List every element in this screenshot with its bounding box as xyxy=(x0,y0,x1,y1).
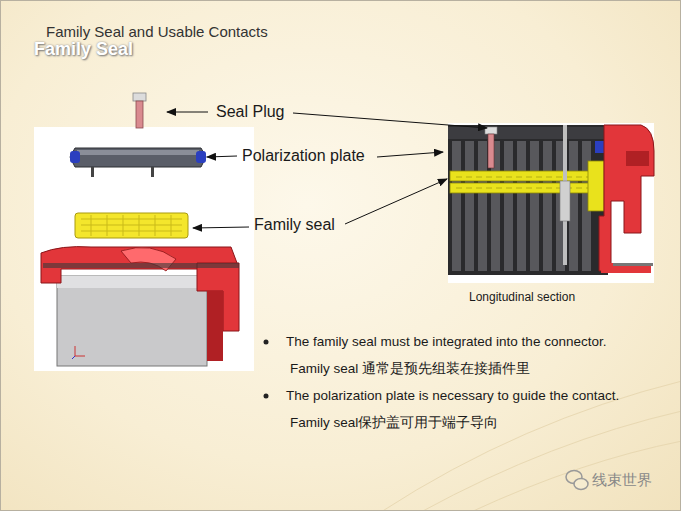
leader-lines xyxy=(167,112,487,228)
slide-title: Family Seal and Usable Contacts xyxy=(46,23,268,40)
bullet-text: Family seal 通常是预先组装在接插件里 xyxy=(290,360,530,378)
left-panel xyxy=(34,127,254,371)
family-seal xyxy=(75,213,188,238)
seal-plug xyxy=(133,93,146,128)
part-label: Seal Plug xyxy=(216,103,285,121)
longitudinal-section xyxy=(448,123,654,283)
bullet-text: Family seal保护盖可用于端子导向 xyxy=(290,414,498,432)
part-label: Family seal xyxy=(254,216,335,234)
connector-housing xyxy=(41,247,239,366)
bullet-text: The polarization plate is necessary to g… xyxy=(286,388,619,403)
part-label: Polarization plate xyxy=(242,147,365,165)
bullet-text: The family seal must be integrated into … xyxy=(286,334,606,349)
slide-subtitle: Family Seal xyxy=(34,39,133,60)
bullet-dots xyxy=(264,340,269,399)
polarization-plate xyxy=(70,148,206,177)
wechat-icon xyxy=(566,471,588,490)
watermark: 线束世界 xyxy=(592,471,652,490)
figure-caption: Longitudinal section xyxy=(469,290,575,304)
